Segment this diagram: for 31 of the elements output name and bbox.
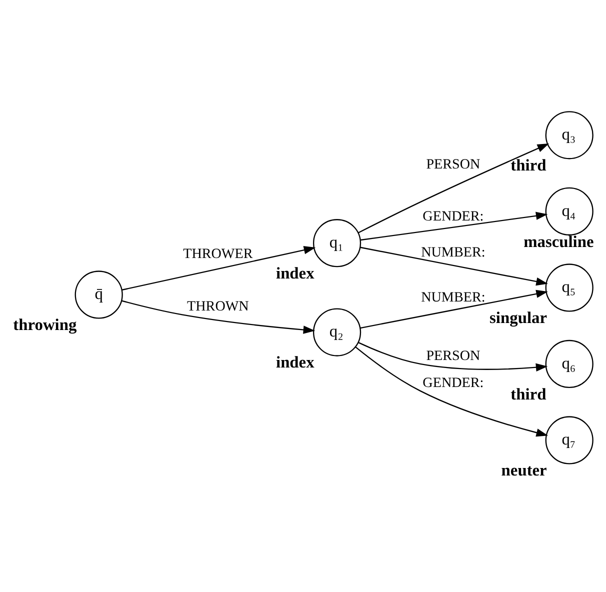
node-circle: q₃ [545, 110, 594, 159]
edge-label: NUMBER: [421, 244, 486, 260]
arrow [355, 346, 548, 436]
edge-label: GENDER: [422, 374, 484, 390]
edge-label: THROWER [183, 245, 253, 262]
node-label: third [510, 384, 546, 403]
node-label: singular [490, 308, 548, 327]
edge-label: PERSON [426, 347, 480, 364]
node-label: neuter [501, 460, 547, 480]
arrow [358, 143, 550, 233]
node-label: throwing [13, 314, 77, 334]
node-label: index [276, 263, 314, 282]
edge-label: THROWN [187, 298, 249, 314]
node-circle: q₅ [545, 263, 594, 312]
node-circle: q₇ [545, 416, 594, 464]
edge-label: PERSON [426, 156, 480, 172]
arrow [360, 289, 548, 328]
node-circle: q₄ [545, 186, 594, 235]
arrow [122, 300, 316, 334]
node-circle: q₂ [312, 308, 362, 356]
arrow [358, 342, 548, 371]
node-circle: q₆ [545, 339, 594, 388]
arrow [360, 246, 548, 286]
edge-label: NUMBER: [421, 288, 486, 305]
node-label: third [510, 155, 546, 174]
arrow [122, 246, 316, 290]
edge-label: GENDER: [422, 208, 484, 224]
node-circle: q̄ [74, 270, 123, 318]
node-circle: q₁ [312, 218, 362, 267]
arrow [360, 211, 548, 240]
node-label: index [276, 352, 314, 372]
